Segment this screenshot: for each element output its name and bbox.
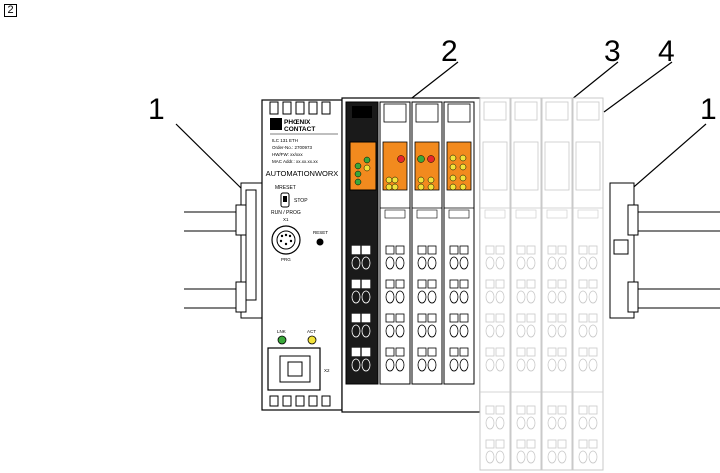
plate-mac: MAC Addr.: xx.xx.xx.xx [272, 159, 319, 164]
controller-module: PHŒNIX CONTACT ILC 131 ETH Order-No.: 27… [261, 99, 343, 411]
reset-button[interactable] [316, 238, 324, 246]
port-prg-label: PRG [281, 257, 291, 262]
io-modules [379, 101, 475, 385]
figure-number: 2 [4, 4, 17, 17]
callout-4: 4 [658, 35, 675, 68]
led-red [397, 155, 405, 163]
brand-line1: PHŒNIX [284, 119, 311, 126]
port-x1-label: X1 [283, 217, 289, 222]
ghost-module-4 [572, 97, 604, 471]
product-line: AUTOMATIONWORX [266, 169, 339, 178]
ghost-module-2 [510, 97, 542, 471]
end-clamp-right [609, 182, 639, 319]
ghost-module-3 [541, 97, 573, 471]
callout-1-left: 1 [148, 93, 165, 126]
port-x2-label: X2 [324, 368, 330, 373]
io-module-1 [379, 101, 411, 385]
led-lnk [277, 335, 287, 345]
end-clamp-left [235, 182, 264, 319]
plate-hwfw: HW/FW: xx/xxx [272, 152, 303, 157]
plate-order: Order-No.: 2700973 [272, 145, 313, 150]
switch-run-label: RUN / PROG [271, 210, 301, 216]
callout-2: 2 [441, 35, 458, 68]
ghost-module-1 [479, 97, 511, 471]
led-act-label: ACT [307, 329, 316, 334]
ghost-modules [479, 97, 604, 471]
ethernet-port-x2[interactable] [267, 347, 321, 391]
plate-model: ILC 131 ETH [272, 138, 298, 143]
led-act [307, 335, 317, 345]
switch-stop-label: STOP [294, 198, 308, 204]
switch-mreset-label: MRESET [275, 185, 296, 191]
reset-label: RESET [313, 230, 328, 235]
brand-line2: CONTACT [284, 126, 315, 133]
io-module-2 [411, 101, 443, 385]
callout-1-right: 1 [700, 93, 717, 126]
led-lnk-label: LNK [277, 329, 286, 334]
callout-3: 3 [604, 35, 621, 68]
bus-coupler-module [345, 101, 379, 385]
io-module-3 [443, 101, 475, 385]
